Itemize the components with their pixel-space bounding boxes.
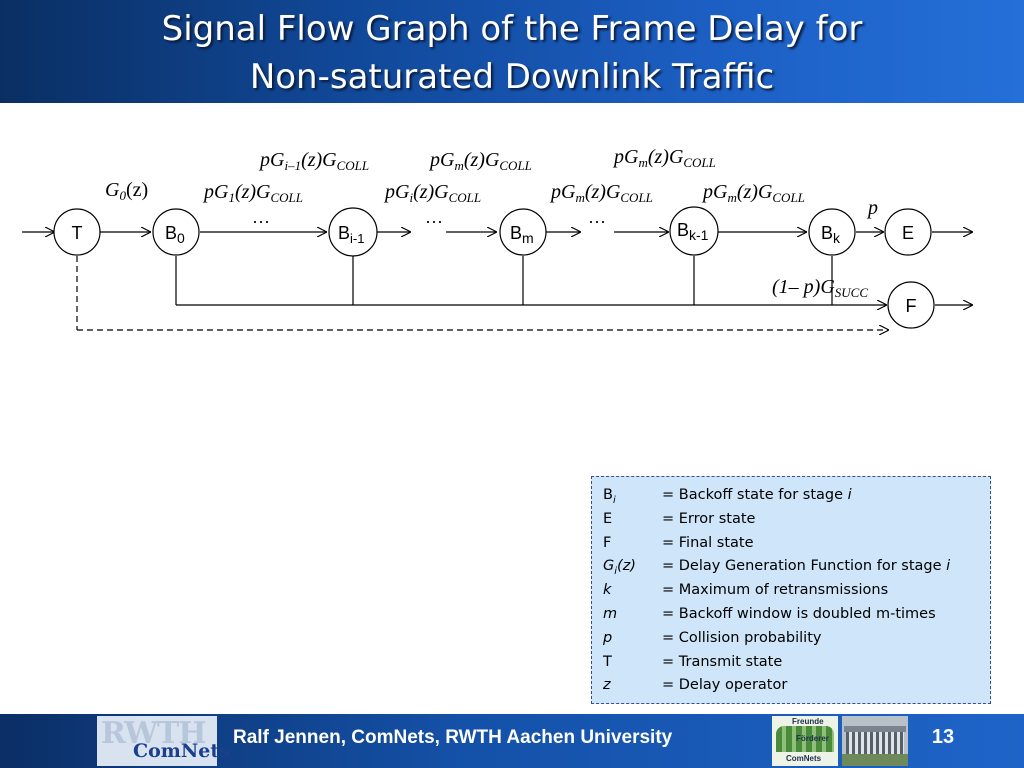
- legend-row: m = Backoff window is doubled m-times: [603, 603, 990, 627]
- node-T: T: [53, 208, 101, 256]
- svg-text:Bk: Bk: [821, 223, 841, 246]
- legend-symbol: Bi: [603, 487, 616, 506]
- node-B0: B0: [152, 208, 200, 256]
- node-Bk-label: B: [821, 223, 833, 243]
- node-Bm: Bm: [499, 208, 547, 256]
- label-e4: pGm(z)GCOLL: [428, 149, 532, 173]
- legend-row: Gi(z) = Delay Generation Function for sta…: [603, 555, 990, 579]
- legend-row: z = Delay operator: [603, 674, 990, 698]
- legend-box: Bi = Backoff state for stage i E = Error st…: [591, 476, 991, 704]
- legend-row: E = Error state: [603, 508, 990, 532]
- node-Bk-1: Bk-1: [669, 206, 719, 256]
- svg-text:Bm: Bm: [510, 223, 534, 246]
- svg-text:Bk-1: Bk-1: [677, 220, 709, 243]
- legend-row: p = Collision probability: [603, 627, 990, 651]
- legend-row: k = Maximum of retransmissions: [603, 579, 990, 603]
- legend-symbol: z: [603, 677, 611, 694]
- node-E-label: E: [902, 223, 914, 243]
- dashed-bypass: [76, 256, 888, 331]
- legend-description: = Delay operator: [662, 677, 788, 694]
- label-e5: pGm(z)GCOLL: [549, 181, 653, 205]
- node-F-label: F: [906, 296, 917, 316]
- legend-description: = Collision probability: [662, 629, 822, 646]
- node-Bi-1-label: B: [338, 223, 350, 243]
- legend-description: = Error state: [662, 510, 756, 527]
- label-e7: pGm(z)GCOLL: [701, 181, 805, 205]
- success-bus: [175, 256, 972, 305]
- legend-symbol: E: [603, 510, 613, 527]
- legend-description: = Delay Generation Function for stage i: [662, 558, 951, 575]
- node-Bk-1-label: B: [677, 220, 689, 240]
- label-e3: pGi(z)GCOLL: [383, 181, 481, 205]
- ellipsis-2: ···: [425, 211, 443, 231]
- rwth-comnets-logo: RWTH ComNets: [97, 716, 230, 766]
- title-bar: Signal Flow Graph of the Frame Delay for…: [0, 0, 1024, 103]
- freunde-foerderer-logo: Freunde Förderer ComNets: [772, 716, 838, 766]
- node-E: E: [884, 208, 932, 256]
- signal-flow-graph: T B0 Bi-1 Bm Bk-1 Bk E F ··· ··· ··· G0(…: [22, 146, 1024, 331]
- node-Bk: Bk: [808, 208, 856, 256]
- legend-symbol: Gi(z): [603, 558, 636, 578]
- node-Bm-label: B: [510, 223, 522, 243]
- node-T-label: T: [72, 223, 83, 243]
- node-Bk-sub: k: [833, 230, 841, 246]
- legend-description: = Transmit state: [662, 653, 783, 670]
- building-photo: [842, 716, 908, 766]
- slide-title-line1: Signal Flow Graph of the Frame Delay for: [161, 9, 863, 49]
- legend-symbol: k: [603, 582, 612, 599]
- svg-text:B0: B0: [165, 223, 185, 246]
- legend-symbol: T: [603, 653, 612, 670]
- legend-description: = Final state: [662, 534, 754, 551]
- node-Bi-1-sub: i-1: [350, 231, 364, 246]
- legend-row: Bi = Backoff state for stage i: [603, 484, 990, 508]
- legend-description: = Backoff state for stage i: [662, 487, 852, 503]
- label-succ: (1– p)GSUCC: [772, 276, 868, 300]
- slide-title-line2: Non-saturated Downlink Traffic: [249, 57, 775, 97]
- node-Bm-sub: m: [522, 230, 534, 246]
- label-e1: pG1(z)GCOLL: [202, 181, 303, 205]
- legend-description: = Maximum of retransmissions: [662, 582, 889, 599]
- legend-row: F = Final state: [603, 532, 990, 556]
- ellipsis-3: ···: [588, 211, 606, 231]
- footer-author: Ralf Jennen, ComNets, RWTH Aachen Univer…: [233, 727, 673, 748]
- legend-symbol: p: [603, 629, 613, 646]
- label-e2: pGi–1(z)GCOLL: [258, 149, 369, 173]
- legend-row: T = Transmit state: [603, 651, 990, 675]
- legend-description: = Backoff window is doubled m-times: [662, 605, 936, 622]
- node-F: F: [887, 281, 935, 329]
- label-e6: pGm(z)GCOLL: [612, 146, 716, 170]
- node-B0-label: B: [165, 223, 177, 243]
- page-number: 13: [931, 726, 955, 748]
- legend-symbol: F: [603, 534, 612, 551]
- label-p: p: [866, 197, 878, 219]
- legend-symbol: m: [603, 605, 618, 622]
- ellipsis-1: ···: [252, 211, 270, 231]
- label-G0: G0(z): [105, 179, 148, 203]
- node-Bk-1-sub: k-1: [689, 227, 709, 243]
- svg-text:Bi-1: Bi-1: [338, 223, 364, 246]
- node-Bi-1: Bi-1: [328, 207, 378, 257]
- node-B0-sub: 0: [177, 230, 185, 246]
- footer-bar: RWTH ComNets Ralf Jennen, ComNets, RWTH …: [0, 714, 1024, 768]
